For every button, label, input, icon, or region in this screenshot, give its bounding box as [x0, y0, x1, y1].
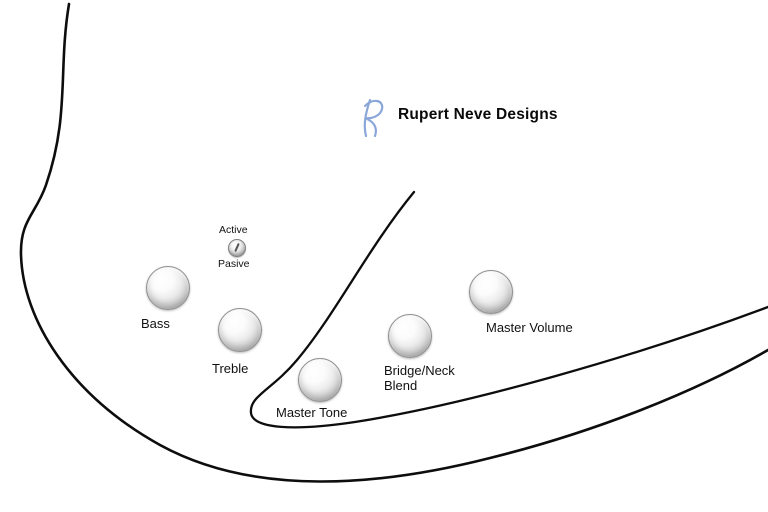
- bass-knob-label: Bass: [141, 316, 170, 331]
- rupert-neve-logo-icon: [363, 98, 384, 138]
- bridge-neck-blend-knob: [388, 314, 432, 358]
- toggle-active-label: Active: [219, 224, 248, 236]
- body-outline-cutaway: [249, 190, 768, 429]
- master-volume-knob: [469, 270, 513, 314]
- master-tone-knob-label: Master Tone: [276, 405, 348, 420]
- brand-title: Rupert Neve Designs: [398, 106, 558, 123]
- active-pasive-toggle: [228, 239, 246, 257]
- treble-knob: [218, 308, 262, 352]
- body-outline-outer: [19, 2, 768, 483]
- toggle-pasive-label: Pasive: [218, 258, 250, 270]
- master-volume-knob-label: Master Volume: [486, 320, 573, 335]
- toggle-pointer-icon: [234, 242, 240, 253]
- treble-knob-label: Treble: [212, 361, 249, 376]
- bass-knob: [146, 266, 190, 310]
- master-tone-knob: [298, 358, 342, 402]
- bridge-neck-blend-knob-label: Bridge/Neck Blend: [384, 363, 455, 393]
